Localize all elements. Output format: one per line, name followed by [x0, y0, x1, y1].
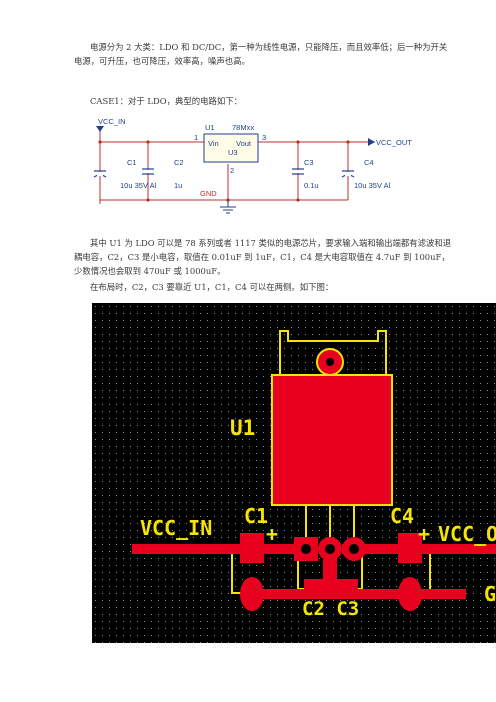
pcb-c4-plus: +	[418, 522, 430, 546]
sch-c4-value: 10u 35V Al	[354, 181, 391, 190]
pcb-vcc-out-label: VCC_O	[438, 522, 496, 546]
case1-heading: CASE1：对于 LDO，典型的电路如下：	[90, 96, 242, 106]
sch-c3-label: C3	[304, 158, 314, 167]
pcb-u1-label: U1	[230, 416, 255, 440]
pcb-c2c3-label: C2 C3	[302, 598, 359, 620]
capacitor-symbols	[93, 168, 355, 178]
vcc-in-arrow-icon	[96, 126, 104, 132]
ldo-schematic: VCC_IN VCC_OUT U1 78Mxx Vin Vout U3 1 2 …	[93, 117, 412, 214]
sch-vout-label: Vout	[236, 139, 252, 148]
sch-c4-label: C4	[364, 158, 374, 167]
sch-c1-value: 10u 35V Al	[120, 181, 157, 190]
pcb-c1-label: C1	[244, 504, 268, 528]
sch-c2-label: C2	[174, 158, 184, 167]
sch-uref-label: U3	[228, 148, 238, 157]
intro-paragraph: 电源分为 2 大类：LDO 和 DC/DC，第一种为线性电源，只能降压，而且效率…	[74, 42, 448, 66]
regulator-body	[272, 375, 392, 505]
sch-c1-label: C1	[127, 158, 137, 167]
pcb-c4-label: C4	[390, 504, 414, 528]
layout-paragraph: 在布局时，C2，C3 要靠近 U1，C1，C4 可以在两侧。如下图：	[90, 282, 334, 292]
sch-vcc-in-label: VCC_IN	[98, 117, 126, 126]
capacitor-pads	[240, 533, 422, 611]
pcb-layout: U1 C1 C4 + + VCC_IN VCC_O G C2 C3	[92, 303, 496, 643]
regulator-box	[203, 133, 259, 163]
pcb-c1-plus: +	[266, 522, 278, 546]
sch-c3-value: 0.1u	[304, 181, 319, 190]
vcc-out-arrow-icon	[368, 138, 375, 146]
sch-vin-label: Vin	[208, 139, 219, 148]
ground-symbol	[220, 200, 236, 214]
pcb-gnd-label: G	[484, 582, 496, 606]
sch-vcc-out-label: VCC_OUT	[376, 138, 412, 147]
sch-part-label: 78Mxx	[232, 123, 254, 132]
sch-gnd-label: GND	[200, 189, 217, 198]
pcb-vcc-in-label: VCC_IN	[140, 516, 212, 540]
description-paragraph: 其中 U1 为 LDO 可以是 78 系列或者 1117 类似的电源芯片，要求输…	[74, 238, 452, 276]
sch-pin3-label: 3	[262, 133, 266, 142]
sch-pin1-label: 1	[194, 133, 198, 142]
regulator-pads	[294, 537, 366, 561]
sch-c2-value: 1u	[174, 181, 182, 190]
sch-pin2-label: 2	[230, 166, 234, 175]
sch-u1-label: U1	[205, 123, 215, 132]
